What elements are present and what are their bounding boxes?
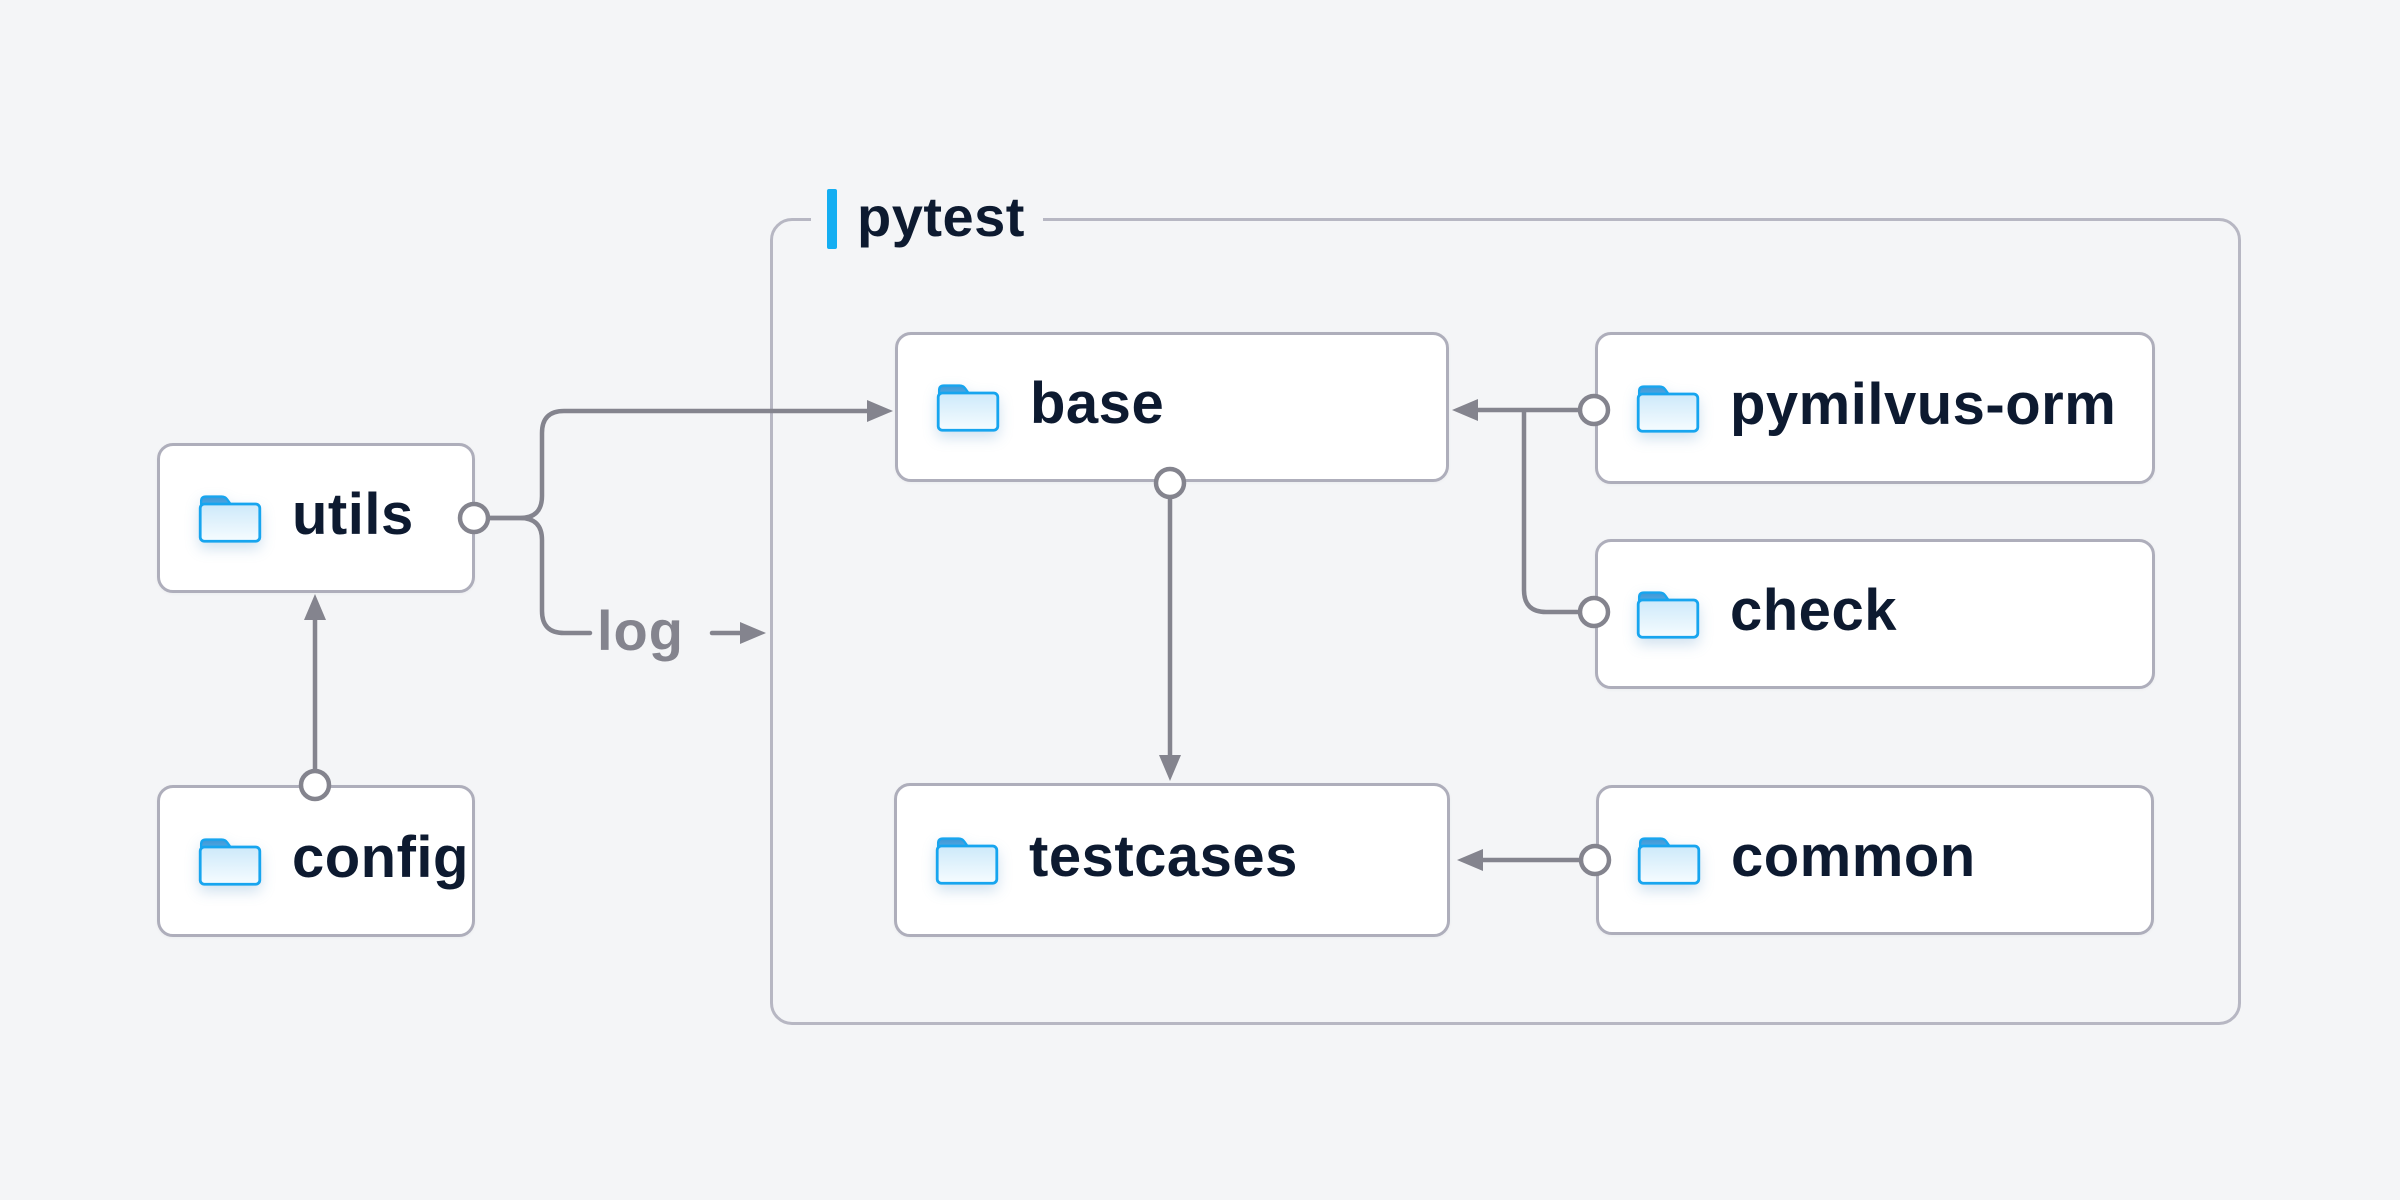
pytest-group: pytest: [770, 187, 2241, 1025]
folder-icon: [198, 495, 262, 543]
node-utils: utils: [157, 443, 475, 593]
folder-icon: [1636, 385, 1700, 433]
node-label: base: [1030, 371, 1165, 436]
pytest-group-label: pytest: [811, 187, 1043, 251]
node-check: check: [1595, 539, 2155, 689]
edge-config-to-utils: [298, 594, 332, 802]
node-pymilvus-orm: pymilvus-orm: [1595, 332, 2155, 484]
edge-label-log: log: [597, 599, 684, 662]
folder-icon: [1637, 837, 1701, 885]
folder-icon: [1636, 591, 1700, 639]
node-label: utils: [292, 482, 414, 547]
node-label: pymilvus-orm: [1730, 372, 2117, 437]
folder-icon: [198, 838, 262, 886]
folder-icon: [935, 837, 999, 885]
label-accent-bar-icon: [827, 189, 837, 249]
node-config: config: [157, 785, 475, 937]
node-label: check: [1730, 578, 1897, 643]
group-title: pytest: [857, 185, 1025, 248]
folder-icon: [936, 384, 1000, 432]
node-label: testcases: [1029, 824, 1298, 889]
node-base: base: [895, 332, 1449, 482]
node-label: config: [292, 825, 469, 890]
node-common: common: [1596, 785, 2154, 935]
node-label: common: [1731, 824, 1976, 889]
node-testcases: testcases: [894, 783, 1450, 937]
